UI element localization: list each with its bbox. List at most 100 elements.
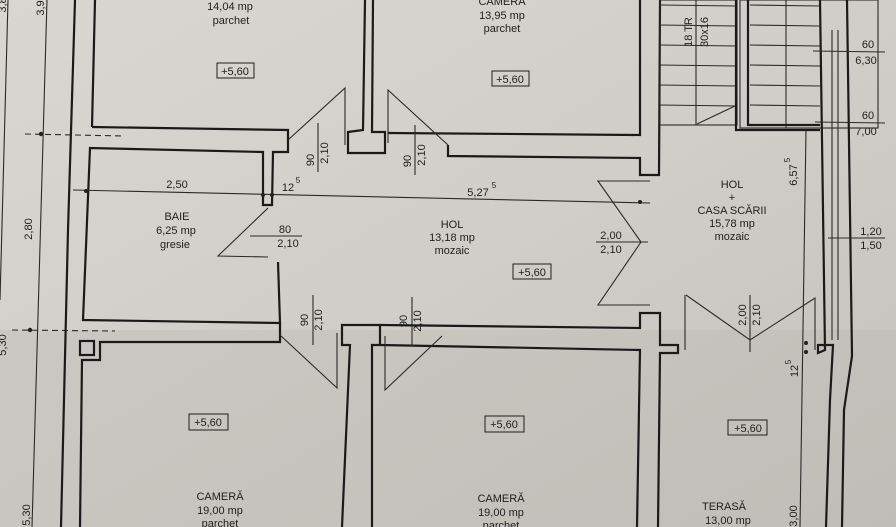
door-height: 2,10 <box>412 310 424 331</box>
stair-tread <box>749 104 821 107</box>
dimension: 12 <box>282 182 294 194</box>
dimension: 3,00 <box>788 505 800 526</box>
window-height: 7,00 <box>855 126 876 138</box>
room-hol-casa-scarii: HOL + CASA SCĂRII 15,78 mp mozaic <box>697 179 766 243</box>
dimension: 3,8 <box>0 0 9 13</box>
room-name: CAMERĂ <box>196 490 244 503</box>
door-swings <box>216 86 816 392</box>
room-top-left-walls <box>81 0 387 325</box>
dimension: 2,80 <box>23 218 35 239</box>
window-width: 60 <box>862 39 874 51</box>
window-width: 60 <box>862 110 874 122</box>
room-area: 14,04 mp <box>207 1 253 13</box>
lower-walls <box>78 311 680 527</box>
room-area: 13,95 mp <box>479 10 525 22</box>
exterior-wall-left <box>59 0 97 527</box>
stair-tread <box>659 4 737 7</box>
room-floor: mozaic <box>435 245 470 257</box>
room-floor: mozaic <box>715 231 750 243</box>
fraction-lines <box>250 50 886 352</box>
dimension: 3,9 <box>35 0 47 15</box>
room-bottom-mid: +5,60 CAMERĂ 19,00 mp parchet <box>477 415 525 527</box>
window-width: 1,20 <box>860 226 881 238</box>
dimension: 5,27 <box>467 187 488 199</box>
door-width: 90 <box>398 315 410 327</box>
door-height: 2,10 <box>277 238 298 250</box>
exterior-wall-right <box>799 0 854 527</box>
door-labels: 90 2,10 90 2,10 80 2,10 2,00 2,10 90 2,1… <box>277 142 763 331</box>
door-width: 90 <box>305 154 317 166</box>
staircase <box>659 0 879 132</box>
dimension-sup: 5 <box>492 181 497 190</box>
level-mark: +5,60 <box>496 74 524 86</box>
room-floor: gresie <box>160 239 190 251</box>
stair-tread <box>659 24 737 27</box>
dimension-labels: 2,50 12 5 5,27 5 6,57 5 12 5 2,80 3,9 3,… <box>0 0 801 527</box>
room-plus: + <box>729 192 735 204</box>
room-name: TERASĂ <box>702 500 747 513</box>
window-height: 1,50 <box>860 240 881 252</box>
stair-tread <box>749 64 821 67</box>
door-height: 2,10 <box>416 144 428 165</box>
door-height: 2,10 <box>600 244 621 256</box>
level-mark: +5,60 <box>221 66 249 78</box>
room-bottom-left: +5,60 CAMERĂ 19,00 mp parchet <box>188 413 244 527</box>
stair-tread <box>749 84 821 87</box>
door-height: 2,10 <box>319 142 331 163</box>
room-area: 13,18 mp <box>429 232 475 244</box>
stairs-steps: 18 TR <box>683 17 695 47</box>
level-mark: +5,60 <box>490 419 518 431</box>
door-width: 2,00 <box>737 304 749 325</box>
stair-tread <box>749 44 821 47</box>
fold-shadow <box>0 330 896 527</box>
stair-tread <box>659 84 737 87</box>
dimension-sup: 5 <box>296 176 301 185</box>
room-top-mid: CAMERA 13,95 mp parchet +5,60 <box>478 0 530 87</box>
stairs-size: 30x16 <box>699 17 711 47</box>
room-floor: parchet <box>483 520 520 527</box>
left-dimension-lines <box>0 0 126 527</box>
room-area: 19,00 mp <box>197 505 243 517</box>
dimension: 5,30 <box>21 504 33 525</box>
room-terasa: +5,60 TERASĂ 13,00 mp <box>702 419 768 527</box>
stair-tread <box>659 44 737 47</box>
dimension: 5,30 <box>0 334 9 355</box>
room-area: 19,00 mp <box>478 507 524 519</box>
stair-tread <box>659 104 737 107</box>
dimension-line-horizontal <box>72 189 651 204</box>
level-mark: +5,60 <box>518 267 546 279</box>
room-floor: parchet <box>202 518 239 527</box>
window-height: 6,30 <box>855 55 876 67</box>
door-height: 2,10 <box>313 309 325 330</box>
window-labels: 60 6,30 60 7,00 1,20 1,50 <box>855 39 881 252</box>
room-name: HOL <box>441 219 464 231</box>
door-height: 2,10 <box>751 304 763 325</box>
room-name: BAIE <box>164 211 189 223</box>
door-width: 90 <box>299 314 311 326</box>
stair-tread <box>749 4 821 7</box>
room-area: 15,78 mp <box>709 218 755 230</box>
dimension: 6,57 <box>788 164 800 185</box>
room-name: CAMERĂ <box>477 492 525 505</box>
room-name-2: CASA SCĂRII <box>697 204 766 217</box>
door-width: 80 <box>279 224 291 236</box>
dimension: 12 <box>789 365 801 377</box>
room-top-left: 14,04 mp parchet +5,60 <box>207 1 255 79</box>
room-area: 6,25 mp <box>156 225 196 237</box>
room-baie: BAIE 6,25 mp gresie <box>156 211 196 251</box>
room-name: HOL <box>721 179 744 191</box>
stair-tread <box>659 64 737 67</box>
room-name: CAMERA <box>478 0 526 8</box>
door-width: 2,00 <box>600 230 621 242</box>
dimension-sup: 5 <box>783 157 792 162</box>
room-top-mid-walls <box>387 0 662 177</box>
room-floor: parchet <box>484 23 521 35</box>
dimension-sup: 5 <box>784 359 793 364</box>
room-floor: parchet <box>213 15 250 27</box>
level-mark: +5,60 <box>194 417 222 429</box>
room-hol: HOL 13,18 mp mozaic +5,60 <box>429 219 552 280</box>
dimension: 2,50 <box>166 179 187 191</box>
stair-tread <box>749 24 821 27</box>
